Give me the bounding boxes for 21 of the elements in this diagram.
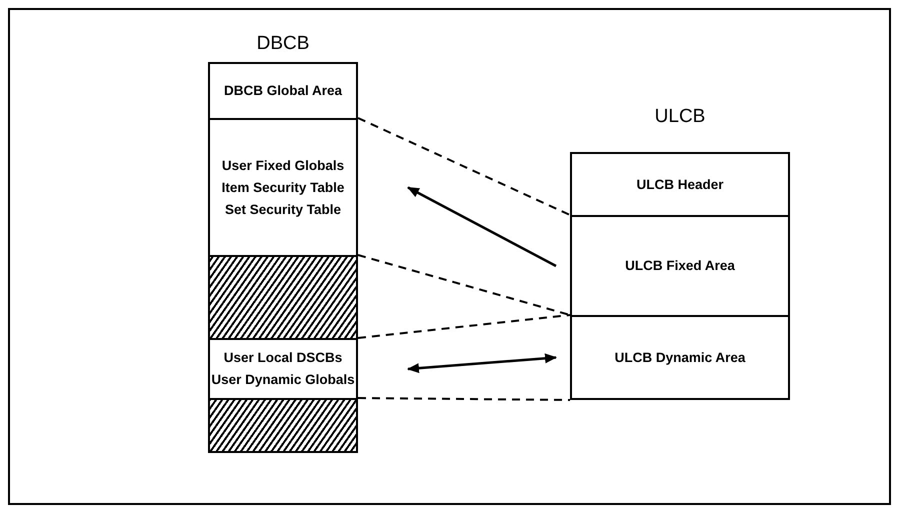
segment-label: User Dynamic Globals bbox=[211, 371, 355, 389]
memory-segment bbox=[208, 338, 358, 400]
segment-label: ULCB Dynamic Area bbox=[614, 348, 746, 367]
block-title: ULCB bbox=[654, 106, 706, 128]
segment-label: DBCB Global Area bbox=[224, 82, 342, 100]
segment-label: User Local DSCBs bbox=[224, 349, 342, 367]
memory-segment bbox=[570, 152, 790, 217]
memory-segment bbox=[570, 315, 790, 400]
arrow bbox=[407, 186, 557, 268]
memory-segment bbox=[570, 215, 790, 317]
arrow bbox=[407, 353, 557, 374]
segment-label: Set Security Table bbox=[224, 200, 342, 219]
hatched-block bbox=[208, 398, 358, 453]
block-title: DBCB bbox=[256, 33, 310, 55]
memory-segment bbox=[208, 62, 358, 120]
segment-label: ULCB Fixed Area bbox=[625, 257, 735, 275]
memory-segment bbox=[208, 118, 358, 257]
segment-label: User Fixed Globals bbox=[222, 156, 344, 174]
hatched-block bbox=[208, 255, 358, 340]
segment-label: Item Security Table bbox=[222, 178, 344, 197]
segment-label: ULCB Header bbox=[636, 176, 724, 194]
